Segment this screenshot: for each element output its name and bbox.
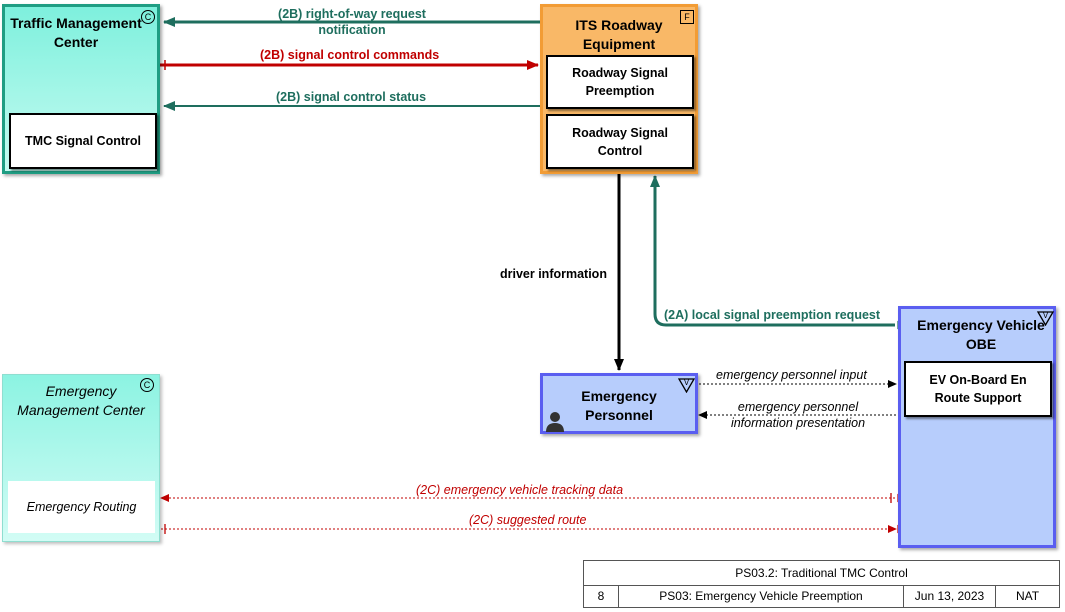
- flow-label-ep-presentation-line1: emergency personnel: [737, 400, 859, 414]
- info-date: Jun 13, 2023: [904, 585, 996, 607]
- evobe-badge-letter: V: [1042, 311, 1049, 320]
- center-class-icon: C: [140, 378, 154, 392]
- ep-badge-letter: V: [683, 378, 690, 387]
- vehicle-class-icon: V: [1036, 311, 1055, 327]
- vehicle-class-icon: V: [677, 378, 696, 394]
- tmc-title-line2: Center: [53, 34, 99, 50]
- person-icon: [545, 411, 565, 433]
- flow-local-preempt-line: [650, 175, 895, 327]
- emc-title-line1: Emergency: [45, 383, 117, 399]
- traffic-management-center[interactable]: Traffic Management Center C TMC Signal C…: [2, 4, 160, 174]
- ep-title-line2: Personnel: [585, 407, 653, 423]
- flow-label-ep-presentation: emergency personnel information presenta…: [712, 399, 884, 431]
- roadway-signal-preemption-line2: Preemption: [585, 84, 655, 98]
- emergency-management-center[interactable]: Emergency Management Center C Emergency …: [2, 374, 160, 542]
- flow-label-driver-info: driver information: [500, 267, 607, 281]
- emc-title-line2: Management Center: [17, 402, 145, 418]
- flow-label-row-request: (2B) right-of-way request notification: [252, 6, 452, 38]
- emergency-personnel[interactable]: Emergency Personnel V: [540, 373, 698, 434]
- info-scope: NAT: [1015, 589, 1040, 603]
- emergency-vehicle-obe[interactable]: Emergency Vehicle OBE V EV On-Board En R…: [898, 306, 1056, 548]
- roadway-signal-control[interactable]: Roadway Signal Control: [546, 114, 694, 169]
- flow-label-row-request-line1: (2B) right-of-way request: [278, 7, 426, 21]
- its-title-line2: Equipment: [582, 36, 656, 52]
- tmc-signal-control[interactable]: TMC Signal Control: [9, 113, 157, 169]
- ev-on-board-en-route-support[interactable]: EV On-Board En Route Support: [904, 361, 1052, 417]
- center-class-icon: C: [141, 10, 155, 24]
- flow-label-row-request-line2: notification: [318, 23, 386, 37]
- emergency-routing[interactable]: Emergency Routing: [8, 481, 155, 533]
- ev-on-board-line1: EV On-Board En: [929, 373, 1027, 387]
- info-number: 8: [584, 585, 619, 607]
- tmc-title-line1: Traffic Management: [10, 15, 142, 31]
- roadway-signal-preemption[interactable]: Roadway Signal Preemption: [546, 55, 694, 109]
- field-class-icon: F: [680, 10, 694, 24]
- evobe-title-line1: Emergency Vehicle: [917, 317, 1045, 333]
- ev-on-board-line2: Route Support: [934, 391, 1022, 405]
- evobe-title-line2: OBE: [965, 336, 997, 352]
- flow-label-ep-input: emergency personnel input: [716, 368, 867, 382]
- info-title: PS03.2: Traditional TMC Control: [584, 561, 1059, 586]
- flow-label-local-preempt: (2A) local signal preemption request: [664, 308, 881, 322]
- flow-label-signal-status: (2B) signal control status: [276, 90, 427, 104]
- its-title-line1: ITS Roadway: [575, 17, 663, 33]
- diagram-info-table: PS03.2: Traditional TMC Control 8 PS03: …: [583, 560, 1060, 608]
- flow-label-suggested-route: (2C) suggested route: [469, 513, 587, 527]
- flow-label-signal-commands: (2B) signal control commands: [260, 48, 440, 62]
- flow-label-ep-presentation-line2: information presentation: [730, 416, 866, 430]
- roadway-signal-preemption-line1: Roadway Signal: [572, 66, 668, 80]
- roadway-signal-control-line2: Control: [597, 143, 643, 158]
- info-package: PS03: Emergency Vehicle Preemption: [619, 585, 904, 607]
- flow-label-ev-tracking: (2C) emergency vehicle tracking data: [416, 483, 624, 497]
- ep-title-line1: Emergency: [581, 388, 657, 404]
- roadway-signal-control-line1: Roadway Signal: [572, 125, 668, 140]
- its-roadway-equipment[interactable]: ITS Roadway Equipment F Roadway Signal P…: [540, 4, 698, 174]
